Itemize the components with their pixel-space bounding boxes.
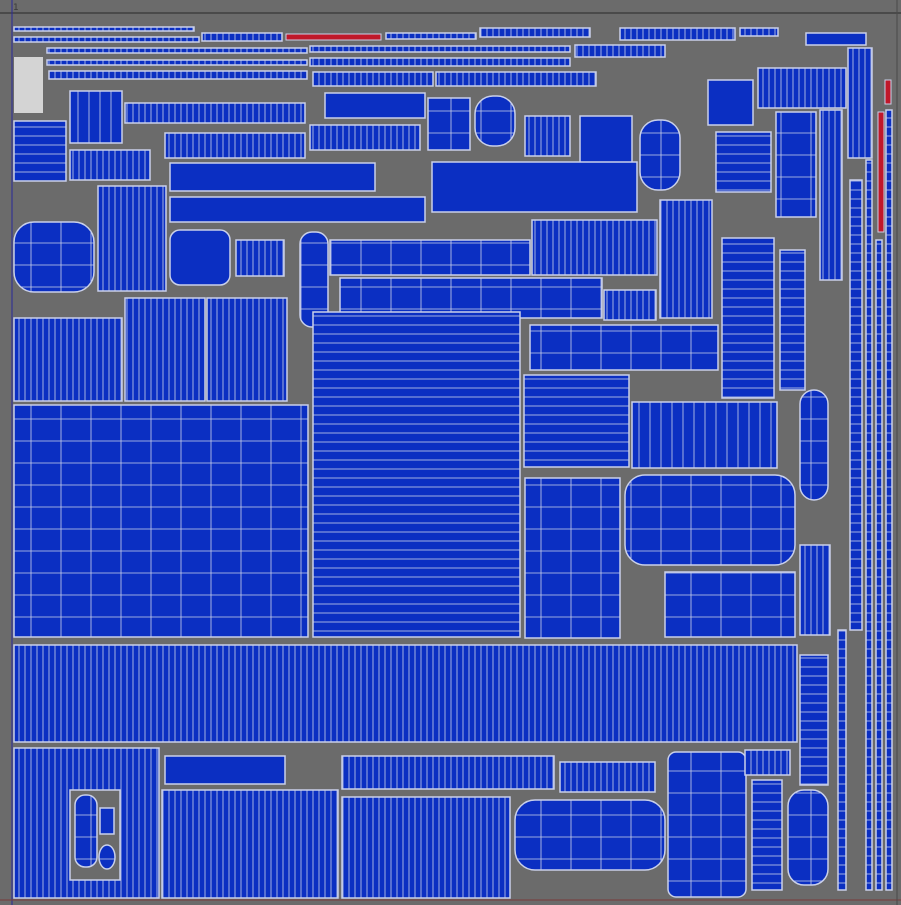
tile-label: 1 bbox=[13, 3, 19, 13]
unused-tile bbox=[14, 57, 43, 113]
selected-island bbox=[285, 33, 382, 41]
uv-islands-bottom bbox=[13, 747, 829, 899]
uv-islands-top-strips bbox=[13, 26, 867, 87]
uv-islands-thin-right bbox=[837, 109, 893, 891]
uv-island-long-band bbox=[13, 644, 798, 743]
selected-island bbox=[877, 111, 885, 233]
uv-island-right-column bbox=[799, 654, 829, 786]
selected-island bbox=[884, 79, 892, 105]
uv-islands-middle bbox=[13, 109, 863, 639]
